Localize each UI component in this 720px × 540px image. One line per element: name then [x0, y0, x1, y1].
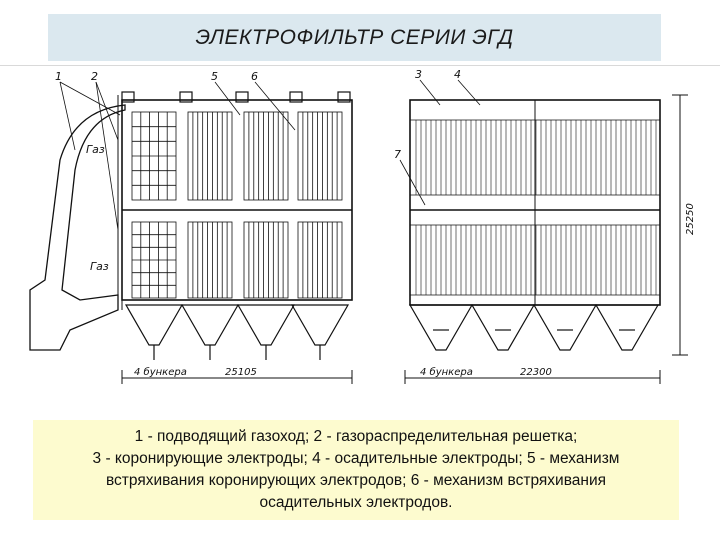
- callout-1: 1: [55, 70, 62, 83]
- electrode-field: [243, 221, 289, 299]
- electrofilter-drawing: 1 2 5 6 Газ Газ 4 бункера 25105 3 4 7: [29, 68, 696, 384]
- hopper: [532, 304, 598, 351]
- electrode-field: [243, 111, 289, 201]
- divider: [0, 65, 720, 66]
- callout-7: 7: [394, 148, 401, 161]
- callout-2: 2: [91, 70, 98, 83]
- gas-label-lower: Газ: [90, 260, 109, 273]
- hopper: [408, 304, 474, 351]
- electrode-field: [131, 111, 177, 201]
- dimension-right-height: 25250: [685, 203, 696, 235]
- electrode-field: [187, 111, 233, 201]
- caption-line: 3 - коронирующие электроды; 4 - осадител…: [92, 450, 620, 467]
- gas-label-upper: Газ: [86, 143, 105, 156]
- bunker-label-left: 4 бункера: [134, 366, 187, 378]
- hopper: [124, 304, 184, 346]
- dimension-right-width: 22300: [520, 367, 552, 378]
- electrode-field: [131, 221, 177, 299]
- inlet-duct: [29, 104, 126, 351]
- electrode-field: [297, 111, 343, 201]
- caption-line: встряхивания коронирующих электродов; 6 …: [105, 472, 607, 489]
- electrode-field: [187, 221, 233, 299]
- callout-3: 3: [415, 68, 422, 81]
- caption-line: осадительных электродов.: [259, 494, 453, 511]
- hopper: [236, 304, 296, 346]
- left-view-drawing: [29, 81, 353, 384]
- callout-6: 6: [251, 70, 258, 83]
- hopper: [290, 304, 350, 346]
- legend-caption: 1 - подводящий газоход; 2 - газораспреде…: [33, 420, 679, 520]
- electrode-field: [297, 221, 343, 299]
- callout-5: 5: [211, 70, 218, 83]
- hopper: [180, 304, 240, 346]
- callout-4: 4: [454, 68, 461, 81]
- page-title: ЭЛЕКТРОФИЛЬТР СЕРИИ ЭГД: [195, 25, 514, 49]
- right-view-drawing: [399, 79, 688, 384]
- caption-line: 1 - подводящий газоход; 2 - газораспреде…: [134, 428, 578, 445]
- hopper: [594, 304, 660, 351]
- hopper: [470, 304, 536, 351]
- title-bar: ЭЛЕКТРОФИЛЬТР СЕРИИ ЭГД: [48, 14, 661, 61]
- dimension-left: 25105: [225, 367, 257, 378]
- bunker-label-right: 4 бункера: [420, 366, 473, 378]
- left-casing: [121, 99, 353, 301]
